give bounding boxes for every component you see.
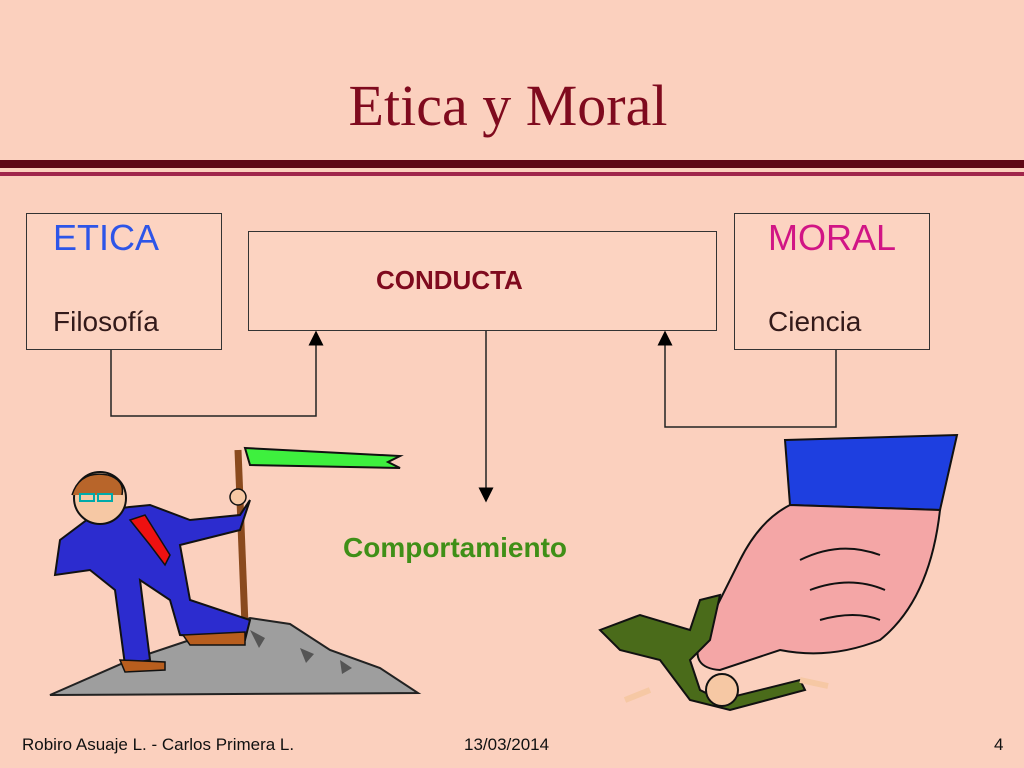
- moral-connector: [657, 330, 837, 428]
- conducta-box: [248, 231, 717, 331]
- conducta-label: CONDUCTA: [376, 265, 523, 295]
- giant-hand-pressing-man-icon: [598, 433, 959, 712]
- moral-box: [734, 213, 930, 350]
- etica-heading: ETICA: [53, 217, 160, 258]
- title-rule-thin: [0, 172, 1024, 176]
- footer-date: 13/03/2014: [464, 735, 550, 754]
- footer-page-number: 4: [994, 735, 1004, 754]
- etica-connector: [110, 330, 324, 417]
- etica-subtitle: Filosofía: [53, 306, 159, 337]
- slide-title: Etica y Moral: [348, 73, 668, 138]
- comportamiento-label: Comportamiento: [343, 532, 567, 563]
- businessman-with-flag-on-rock-icon: [49, 446, 422, 696]
- moral-subtitle: Ciencia: [768, 306, 862, 337]
- moral-heading: MORAL: [768, 217, 897, 258]
- etica-box: [26, 213, 222, 350]
- footer-author: Robiro Asuaje L. - Carlos Primera L.: [22, 735, 295, 754]
- title-rule-thick: [0, 160, 1024, 168]
